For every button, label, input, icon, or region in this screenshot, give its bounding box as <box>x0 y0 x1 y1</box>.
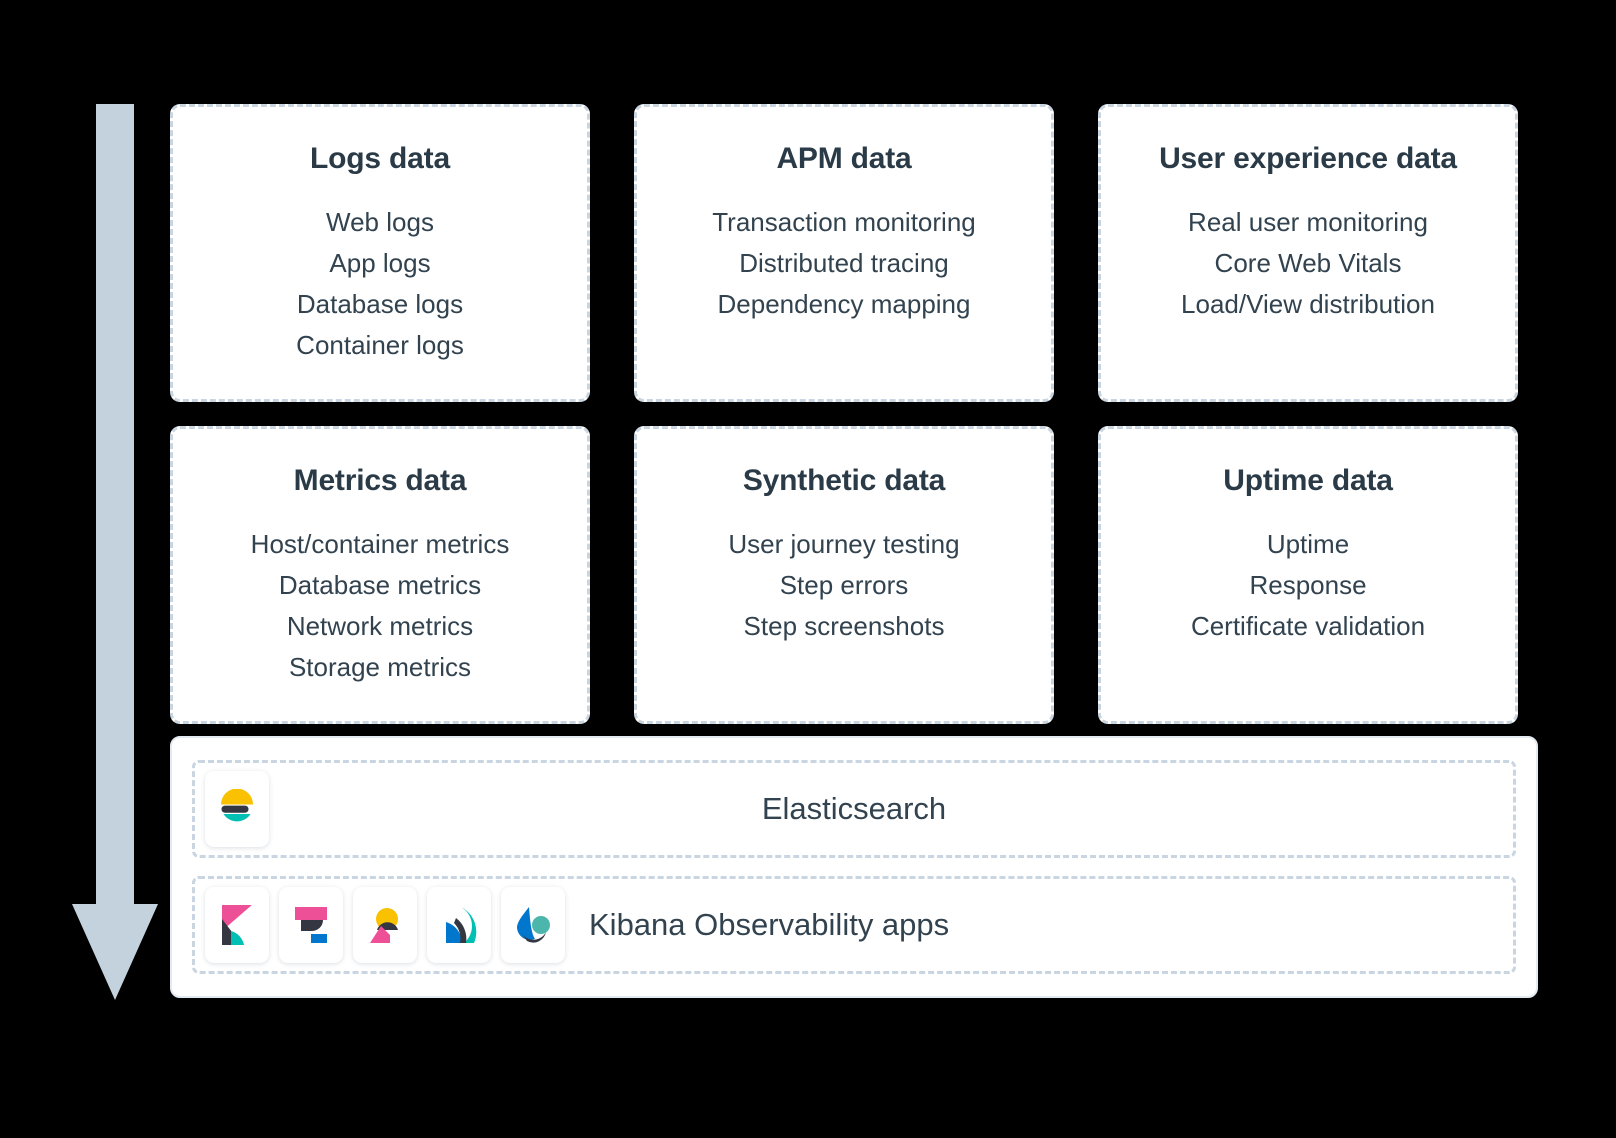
card-item: Step screenshots <box>743 611 945 641</box>
card-title: Synthetic data <box>742 464 946 497</box>
card-item-list: Web logs App logs Database logs Containe… <box>296 203 464 365</box>
apm-app-icon <box>293 905 329 945</box>
card-item: Storage metrics <box>288 652 472 682</box>
card-item: Step errors <box>779 570 909 600</box>
card-item-list: Transaction monitoring Distributed traci… <box>712 203 976 324</box>
card-item: Transaction monitoring <box>712 207 976 237</box>
uptime-app-icon-tile <box>501 887 565 963</box>
card-title: Uptime data <box>1223 464 1393 497</box>
data-card-metrics: Metrics data Host/container metrics Data… <box>170 426 590 724</box>
card-title: APM data <box>776 142 912 175</box>
data-card-logs: Logs data Web logs App logs Database log… <box>170 104 590 402</box>
card-item: Distributed tracing <box>739 248 949 278</box>
card-item: Uptime <box>1266 529 1350 559</box>
data-card-grid: Logs data Web logs App logs Database log… <box>170 104 1538 724</box>
data-card-synthetic: Synthetic data User journey testing Step… <box>634 426 1054 724</box>
card-item: App logs <box>329 248 431 278</box>
data-card-user-experience: User experience data Real user monitorin… <box>1098 104 1518 402</box>
elasticsearch-row: Elasticsearch <box>192 760 1516 858</box>
logs-app-icon-tile <box>353 887 417 963</box>
card-item: Host/container metrics <box>250 529 510 559</box>
platform-panel: Elasticsearch <box>170 736 1538 998</box>
card-item: User journey testing <box>728 529 960 559</box>
card-item: Web logs <box>326 207 434 237</box>
card-item: Network metrics <box>286 611 474 641</box>
kibana-observability-row: Kibana Observability apps <box>192 876 1516 974</box>
elasticsearch-logo-icon <box>217 789 257 829</box>
card-item: Load/View distribution <box>1181 289 1435 319</box>
logs-app-icon <box>366 905 404 945</box>
metrics-app-icon <box>441 905 477 945</box>
metrics-app-icon-tile <box>427 887 491 963</box>
card-item-list: Real user monitoring Core Web Vitals Loa… <box>1181 203 1435 324</box>
data-card-uptime: Uptime data Uptime Response Certificate … <box>1098 426 1518 724</box>
uptime-app-icon <box>514 905 552 945</box>
card-item: Certificate validation <box>1190 611 1426 641</box>
kibana-logo-tile <box>205 887 269 963</box>
apm-app-icon-tile <box>279 887 343 963</box>
card-item: Real user monitoring <box>1188 207 1428 237</box>
card-item: Database logs <box>296 289 464 319</box>
kibana-logo-icon <box>220 905 254 945</box>
kibana-observability-label: Kibana Observability apps <box>589 906 950 942</box>
card-title: User experience data <box>1159 142 1457 175</box>
card-item-list: Uptime Response Certificate validation <box>1191 525 1425 646</box>
elasticsearch-label: Elasticsearch <box>761 790 947 826</box>
card-title: Metrics data <box>293 464 467 497</box>
card-item: Container logs <box>296 330 464 360</box>
card-item: Response <box>1249 570 1367 600</box>
card-title: Logs data <box>310 142 450 175</box>
data-flow-arrow <box>72 104 158 1000</box>
card-item: Database metrics <box>278 570 482 600</box>
card-item-list: Host/container metrics Database metrics … <box>251 525 510 687</box>
kibana-app-icon-group <box>205 887 565 963</box>
card-item: Core Web Vitals <box>1214 248 1402 278</box>
data-card-apm: APM data Transaction monitoring Distribu… <box>634 104 1054 402</box>
card-item-list: User journey testing Step errors Step sc… <box>728 525 959 646</box>
elasticsearch-logo-tile <box>205 771 269 847</box>
card-item: Dependency mapping <box>717 289 971 319</box>
